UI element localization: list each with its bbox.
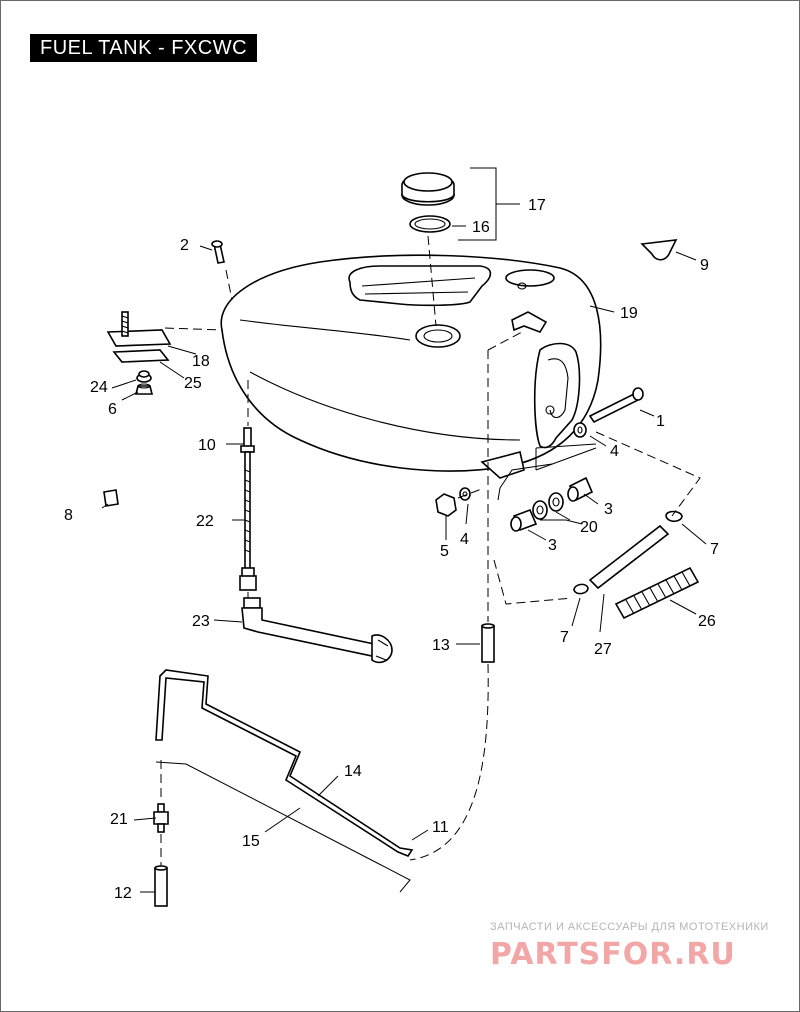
callout-20: 20 (580, 519, 598, 536)
grommet-20-a (548, 492, 564, 512)
washer-24 (136, 370, 152, 383)
diagram-title: FUEL TANK - FXCWC (30, 34, 258, 62)
fuel-sender-22 (239, 427, 257, 591)
callout-21: 21 (110, 811, 128, 828)
crossover-line-14 (155, 669, 414, 857)
callout-4-right: 4 (610, 443, 619, 460)
callout-2: 2 (180, 237, 189, 254)
grommet-20-b (532, 500, 548, 520)
rubber-pad (112, 349, 170, 363)
callout-19: 19 (620, 305, 638, 322)
callout-23: 23 (192, 613, 210, 630)
callout-17: 17 (528, 197, 546, 214)
washer-4-upper (573, 422, 587, 438)
clamp-7-upper (665, 510, 683, 523)
callout-5: 5 (440, 543, 449, 560)
vent-tube-13 (481, 625, 495, 663)
clamp-7-lower (573, 583, 589, 595)
mounting-stud-plate (106, 311, 172, 347)
callout-labels: 1 2 3 3 4 4 5 6 7 7 8 9 10 11 12 13 14 1… (64, 197, 719, 902)
hose-15-outline (155, 761, 411, 893)
callout-13: 13 (432, 637, 450, 654)
washer-4-lower (459, 487, 471, 501)
callout-24: 24 (90, 379, 108, 396)
leader-lines (101, 167, 707, 893)
callout-18: 18 (192, 353, 210, 370)
callout-14: 14 (344, 763, 362, 780)
callout-27: 27 (594, 641, 612, 658)
fuel-valve-23 (241, 597, 393, 664)
spacer-3-right (567, 476, 594, 502)
spring-26 (614, 566, 700, 620)
callout-15: 15 (242, 833, 260, 850)
watermark: ЗАПЧАСТИ И АКСЕССУАРЫ ДЛЯ МОТОТЕХНИКИ PA… (490, 921, 769, 972)
spacer-3-left (510, 508, 538, 532)
callout-16: 16 (472, 219, 490, 236)
callout-3-left: 3 (548, 537, 557, 554)
fuel-tank-body (220, 254, 602, 479)
callout-11: 11 (432, 819, 449, 836)
callout-3-right: 3 (604, 501, 613, 518)
filler-gasket (409, 215, 451, 233)
fitting-21 (153, 803, 169, 833)
callout-1: 1 (656, 413, 665, 430)
callout-7-right: 7 (710, 541, 719, 558)
bracket-9 (640, 239, 678, 261)
watermark-tagline: ЗАПЧАСТИ И АКСЕССУАРЫ ДЛЯ МОТОТЕХНИКИ (490, 921, 769, 933)
nut-6 (134, 383, 154, 395)
callout-4-left: 4 (460, 531, 469, 548)
watermark-logo: PARTSFOR.RU (490, 937, 736, 972)
callout-6: 6 (108, 401, 117, 418)
bolt-1 (588, 387, 644, 424)
nut-5 (435, 493, 457, 517)
screw-2 (211, 240, 225, 264)
callout-22: 22 (196, 513, 214, 530)
callout-10: 10 (198, 437, 216, 454)
callout-8: 8 (64, 507, 73, 524)
tube-12 (154, 867, 168, 907)
vent-hose-27 (588, 524, 670, 590)
filler-cap (401, 172, 455, 206)
callout-26: 26 (698, 613, 716, 630)
callout-25: 25 (184, 375, 202, 392)
callout-7-left: 7 (560, 629, 569, 646)
callout-12: 12 (114, 885, 132, 902)
callout-9: 9 (700, 257, 709, 274)
clip-8 (103, 489, 119, 507)
